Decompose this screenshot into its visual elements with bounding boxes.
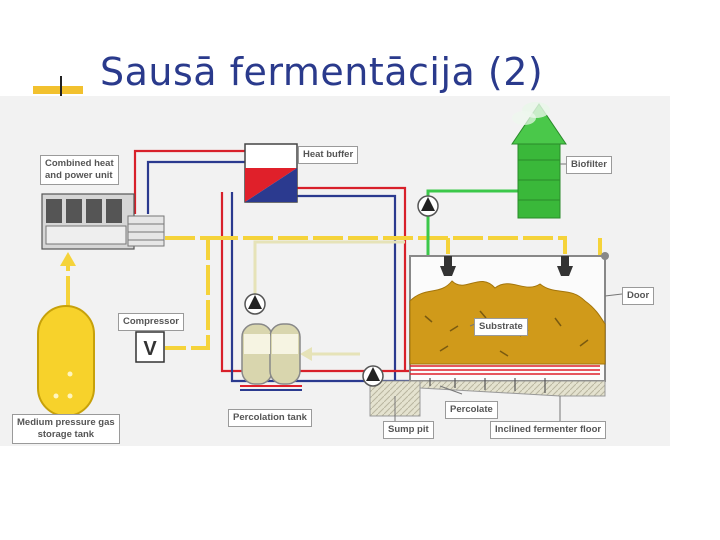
- compressor-symbol: V: [143, 338, 157, 360]
- percolate-arrow: [300, 347, 312, 361]
- label-biofilter: Biofilter: [566, 156, 612, 174]
- fermenter: [409, 252, 609, 382]
- percolation-tank: [240, 323, 302, 391]
- pump-icons: [244, 195, 439, 387]
- slide-title: Sausā fermentācija (2): [100, 50, 544, 94]
- label-gas-storage-line-1: Medium pressure gas: [17, 417, 115, 428]
- leader-lines: [298, 155, 623, 421]
- label-chp-unit: Combined heat and power unit: [40, 155, 119, 185]
- title-accent-tick: [60, 76, 62, 96]
- label-inclined-floor: Inclined fermenter floor: [490, 421, 607, 439]
- label-substrate: Substrate: [474, 318, 528, 336]
- gas-storage-tank: [37, 305, 95, 417]
- label-sump-pit: Sump pit: [383, 421, 434, 439]
- chp-unit: [41, 193, 165, 250]
- biofilter-line: [426, 189, 520, 261]
- dry-fermentation-diagram: V Combined heat and power unit Heat buff…: [0, 96, 670, 446]
- title-accent-bar: [33, 86, 83, 94]
- biofilter: [511, 102, 567, 219]
- label-gas-storage-tank: Medium pressure gas storage tank: [12, 414, 120, 444]
- percolate-lines: [253, 240, 405, 356]
- gas-lines: [66, 236, 602, 350]
- label-chp-line-2: and power unit: [45, 170, 113, 181]
- process-schematic: V: [37, 102, 623, 421]
- label-door: Door: [622, 287, 655, 305]
- heat-buffer: [244, 143, 298, 203]
- percolate-drip-arrows: [429, 378, 546, 393]
- compressor-icon: V: [135, 331, 165, 363]
- label-percolation-tank: Percolation tank: [228, 409, 312, 427]
- label-gas-storage-line-2: storage tank: [37, 429, 95, 440]
- label-heat-buffer: Heat buffer: [298, 146, 359, 164]
- label-percolate: Percolate: [445, 401, 498, 419]
- label-chp-line-1: Combined heat: [45, 158, 114, 169]
- label-compressor: Compressor: [118, 313, 184, 331]
- gas-flow-arrow: [60, 252, 76, 266]
